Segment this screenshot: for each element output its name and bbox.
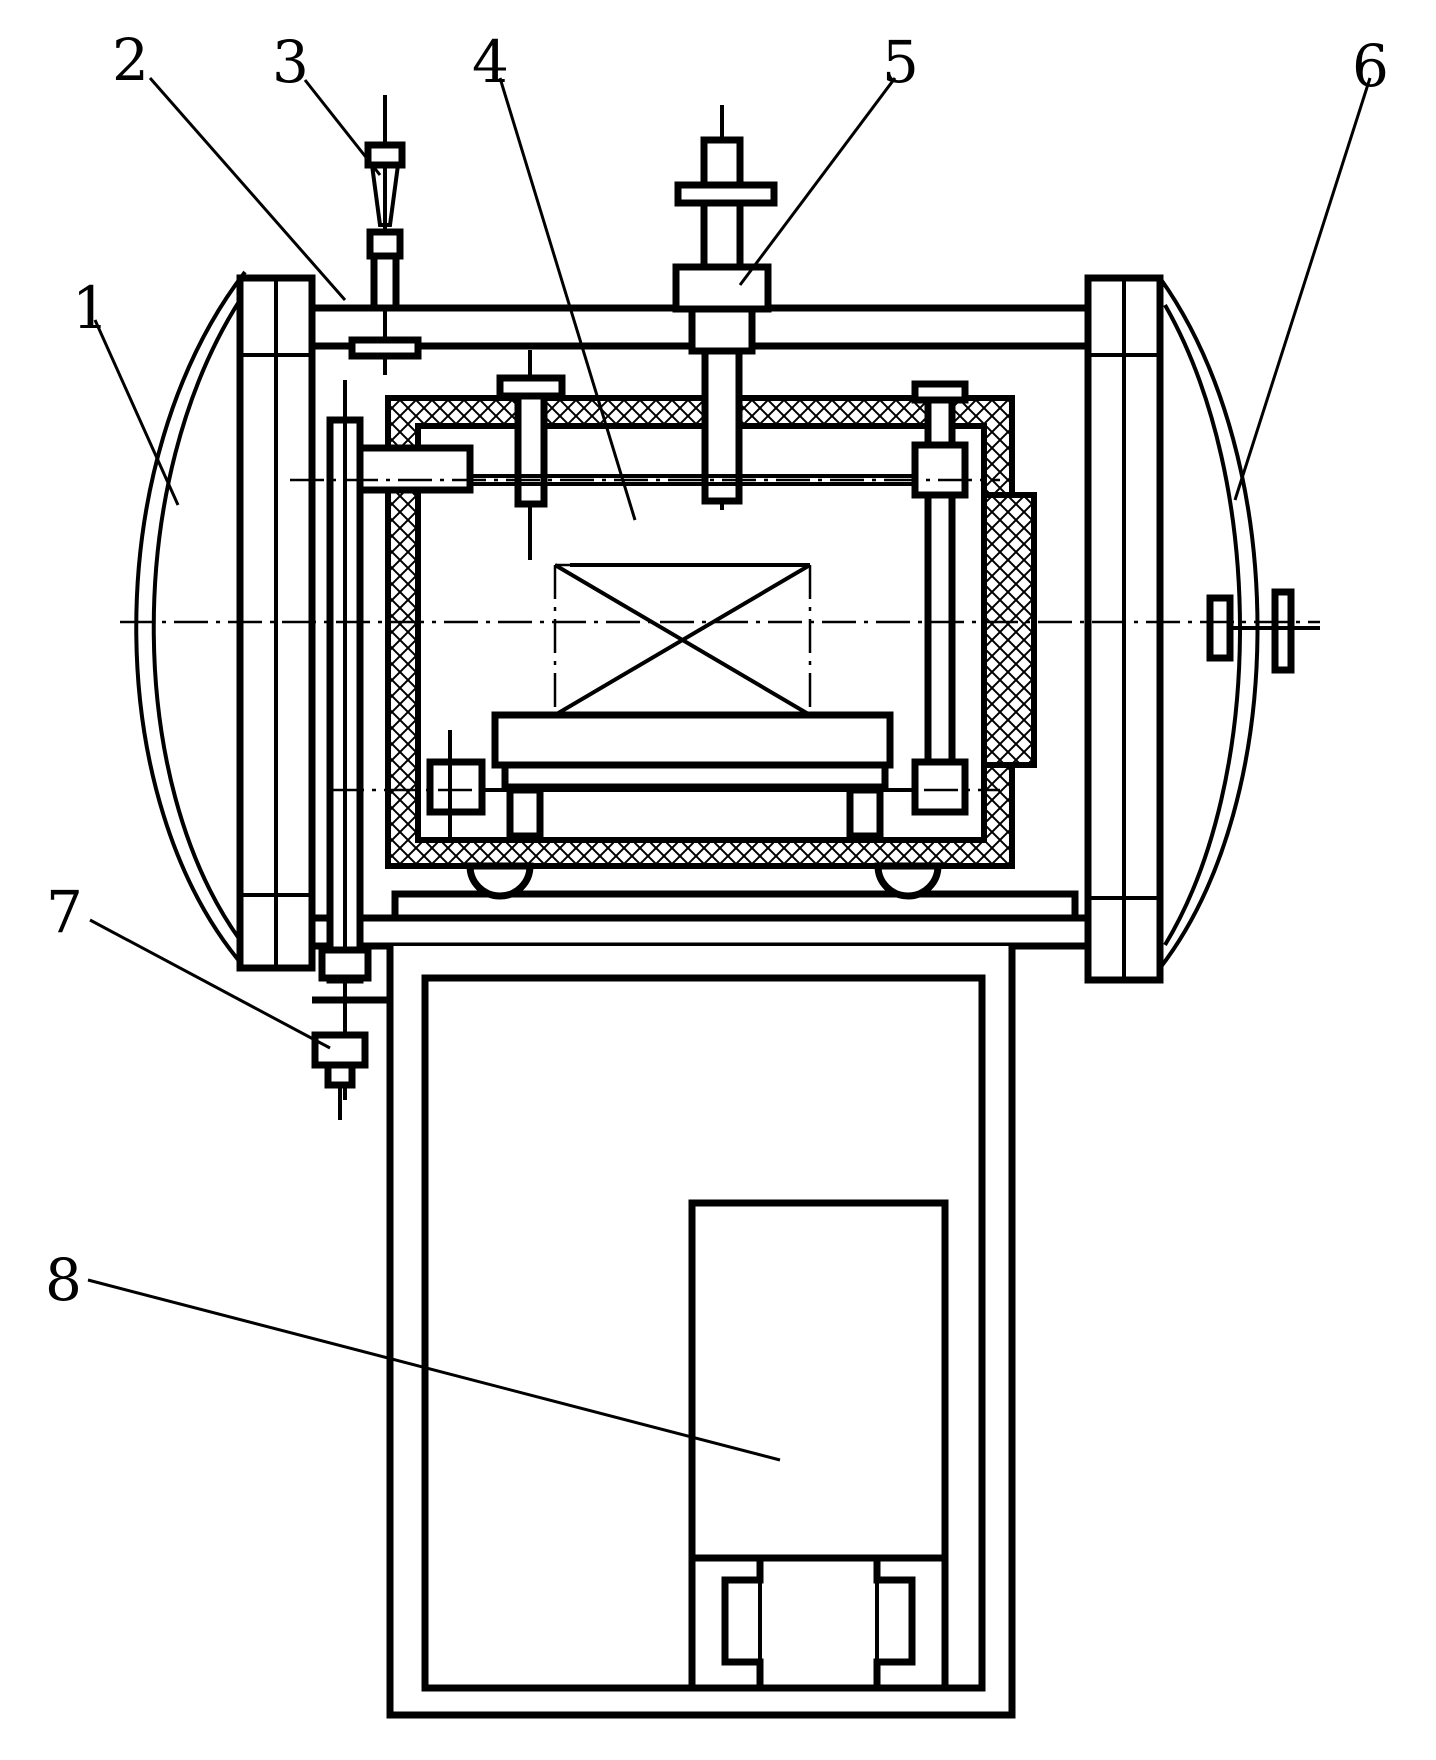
callout-labels: 1 2 3 4 5 6 7 8 — [45, 26, 1389, 1314]
callout-5: 5 — [882, 28, 919, 96]
right-end-cover — [1084, 274, 1320, 984]
callout-7: 7 — [46, 878, 83, 946]
workpiece — [120, 563, 1320, 769]
callout-1: 1 — [72, 274, 109, 342]
power-unit — [688, 1199, 949, 1692]
callout-6: 6 — [1352, 32, 1389, 100]
heater-electrode — [672, 105, 778, 510]
thermocouple — [348, 95, 422, 375]
leader-lines — [87, 77, 1372, 1462]
callout-2: 2 — [112, 26, 149, 94]
callout-3: 3 — [272, 28, 309, 96]
callout-8: 8 — [45, 1246, 82, 1314]
lower-rail — [330, 730, 1000, 900]
left-end-cover — [134, 270, 316, 972]
heating-chamber — [385, 395, 1037, 869]
upper-hangers — [290, 350, 1000, 816]
callout-4: 4 — [472, 28, 509, 96]
